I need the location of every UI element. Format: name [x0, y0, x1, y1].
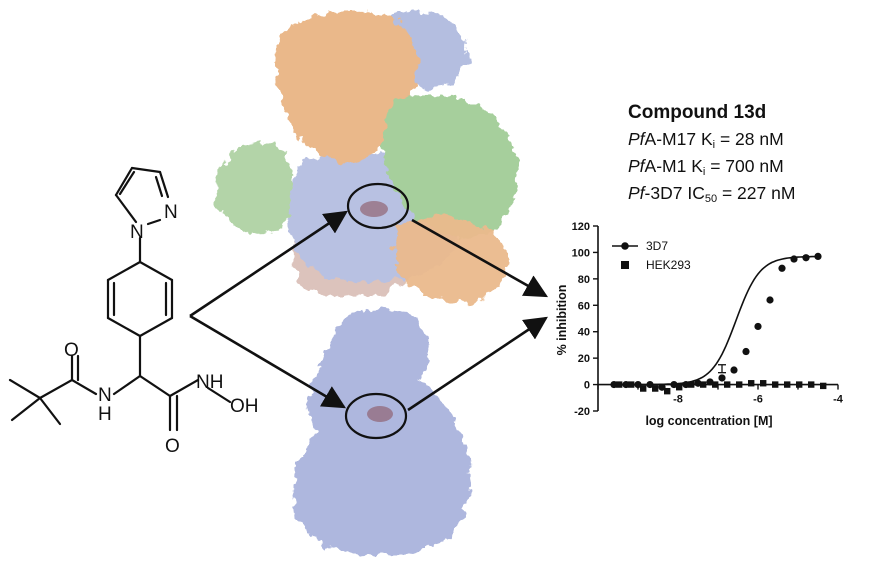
point-hek293 [652, 385, 659, 392]
point-hek293 [784, 381, 791, 388]
monomer-active-site-circle [344, 392, 408, 440]
point-3d7 [778, 264, 786, 272]
y-tick-label: 40 [578, 327, 590, 339]
y-tick-label: 60 [578, 300, 590, 312]
point-3d7 [670, 380, 678, 389]
point-hek293 [772, 381, 779, 388]
monomer-active-site [367, 406, 393, 422]
compound-m17-ki: PfA-M17 Ki = 28 nM [628, 129, 784, 151]
point-3d7 [610, 380, 618, 389]
atom-nh: H [98, 404, 112, 425]
monomer-protein-surface [293, 308, 471, 556]
point-hek293 [724, 381, 731, 388]
point-hek293 [808, 381, 815, 388]
arrow-monomer-to-chart [407, 316, 548, 412]
arrow-to-monomer [189, 314, 347, 409]
trimer-orange-subunit-bottom [393, 216, 507, 302]
trimer-active-site [360, 201, 388, 217]
point-hek293 [628, 381, 635, 388]
y-tick-label: 20 [578, 353, 590, 365]
point-3d7 [622, 380, 630, 389]
y-axis-label: % inhibition [555, 285, 569, 356]
trimer-active-site-circle [346, 182, 410, 230]
point-hek293 [640, 385, 647, 392]
point-hek293 [664, 387, 671, 395]
point-hek293 [796, 381, 803, 388]
x-tick-label: -4 [833, 394, 844, 406]
legend-label-hek293: HEK293 [646, 258, 691, 272]
point-3d7 [634, 380, 642, 389]
trimer-green-subunit-left [216, 142, 294, 234]
point-hek293 [700, 381, 707, 388]
point-hek293 [760, 380, 767, 387]
point-3d7 [730, 366, 738, 374]
point-3d7 [682, 380, 690, 389]
point-3d7 [694, 379, 702, 387]
point-hek293 [712, 381, 719, 388]
point-3d7 [658, 383, 666, 391]
arrow-trimer-to-chart [411, 218, 549, 298]
compound-title: Compound 13d [628, 102, 767, 123]
compound-info-panel: Compound 13d PfA-M17 Ki = 28 nM PfA-M1 K… [628, 100, 888, 207]
trimer-green-subunit-right [381, 93, 518, 239]
chemical-structure [8, 166, 232, 432]
legend-marker-3d7 [621, 242, 629, 250]
x-axis-label: log concentration [M] [645, 414, 772, 428]
atom-labels: N N O H N NH OH O [64, 202, 259, 457]
trimer-orange-subunit-top [274, 10, 417, 162]
legend-label-3d7: 3D7 [646, 239, 668, 253]
point-hek293 [820, 382, 827, 390]
point-3d7 [742, 347, 750, 356]
y-tick-label: 0 [584, 380, 590, 392]
arrow-to-trimer [189, 210, 348, 318]
y-tick-label: 120 [572, 221, 590, 233]
fit-line-3d7 [614, 255, 819, 386]
atom-nh-hydroxamate: NH [196, 372, 223, 393]
point-3d7 [706, 378, 714, 386]
y-tick-label: 100 [572, 247, 590, 259]
atom-n-amide: N [98, 385, 112, 406]
point-3d7 [718, 374, 726, 382]
point-hek293 [676, 384, 683, 391]
y-tick-label: 80 [578, 274, 590, 286]
point-3d7 [766, 296, 774, 304]
point-3d7 [754, 322, 762, 331]
compound-3d7-ic50: Pf-3D7 IC50 = 227 nM [628, 183, 796, 205]
trimer-protein-surface [216, 10, 518, 302]
point-hek293 [748, 380, 755, 387]
y-tick-label: -20 [574, 406, 590, 418]
point-hek293 [688, 381, 695, 388]
atom-n1: N [130, 222, 144, 243]
point-3d7 [790, 255, 798, 263]
x-tick-label: -6 [753, 394, 763, 406]
point-3d7 [646, 380, 654, 389]
point-3d7 [802, 254, 810, 262]
legend-marker-hek293 [621, 261, 629, 269]
point-hek293 [736, 381, 743, 388]
atom-o-amide: O [64, 340, 79, 361]
arrows [189, 210, 549, 412]
point-3d7 [814, 252, 822, 260]
x-tick-label: -8 [673, 394, 683, 406]
point-hek293 [616, 381, 623, 388]
atom-o-carbonyl: O [165, 436, 180, 457]
atom-oh: OH [230, 396, 259, 417]
dose-response-chart: -20 0 20 40 60 80 100 120 -8 -6 -4 log concentratio… [555, 221, 844, 428]
compound-m1-ki: PfA-M1 Ki = 700 nM [628, 156, 784, 178]
atom-n2: N [164, 202, 178, 223]
